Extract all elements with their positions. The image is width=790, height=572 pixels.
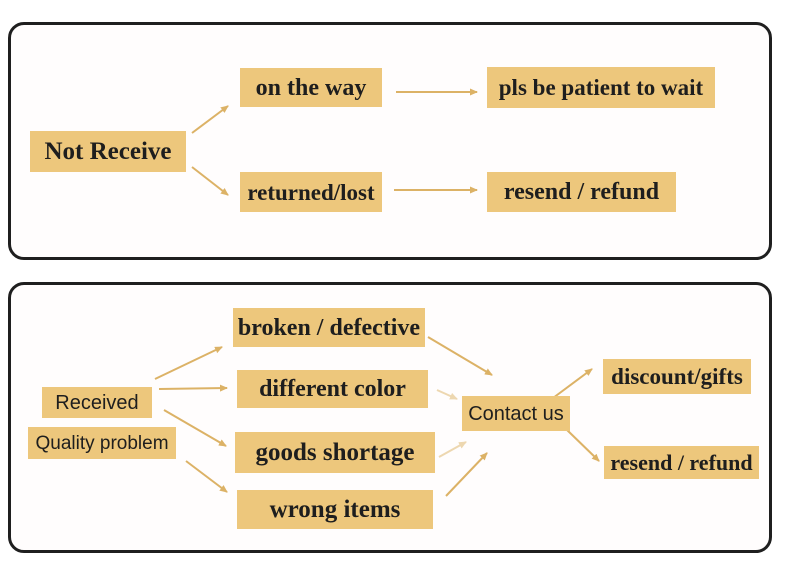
node-discount-gifts: discount/gifts — [603, 359, 751, 394]
node-quality-problem: Quality problem — [28, 427, 176, 459]
node-contact-us: Contact us — [462, 396, 570, 431]
node-not-receive: Not Receive — [30, 131, 186, 172]
node-goods-shortage: goods shortage — [235, 432, 435, 473]
node-wrong-items: wrong items — [237, 490, 433, 529]
node-resend-refund-bottom: resend / refund — [604, 446, 759, 479]
node-resend-refund-top: resend / refund — [487, 172, 676, 212]
node-different-color: different color — [237, 370, 428, 408]
node-broken-defective: broken / defective — [233, 308, 425, 347]
node-on-the-way: on the way — [240, 68, 382, 107]
node-pls-be-patient-to-wait: pls be patient to wait — [487, 67, 715, 108]
node-returned-lost: returned/lost — [240, 172, 382, 212]
node-received: Received — [42, 387, 152, 418]
